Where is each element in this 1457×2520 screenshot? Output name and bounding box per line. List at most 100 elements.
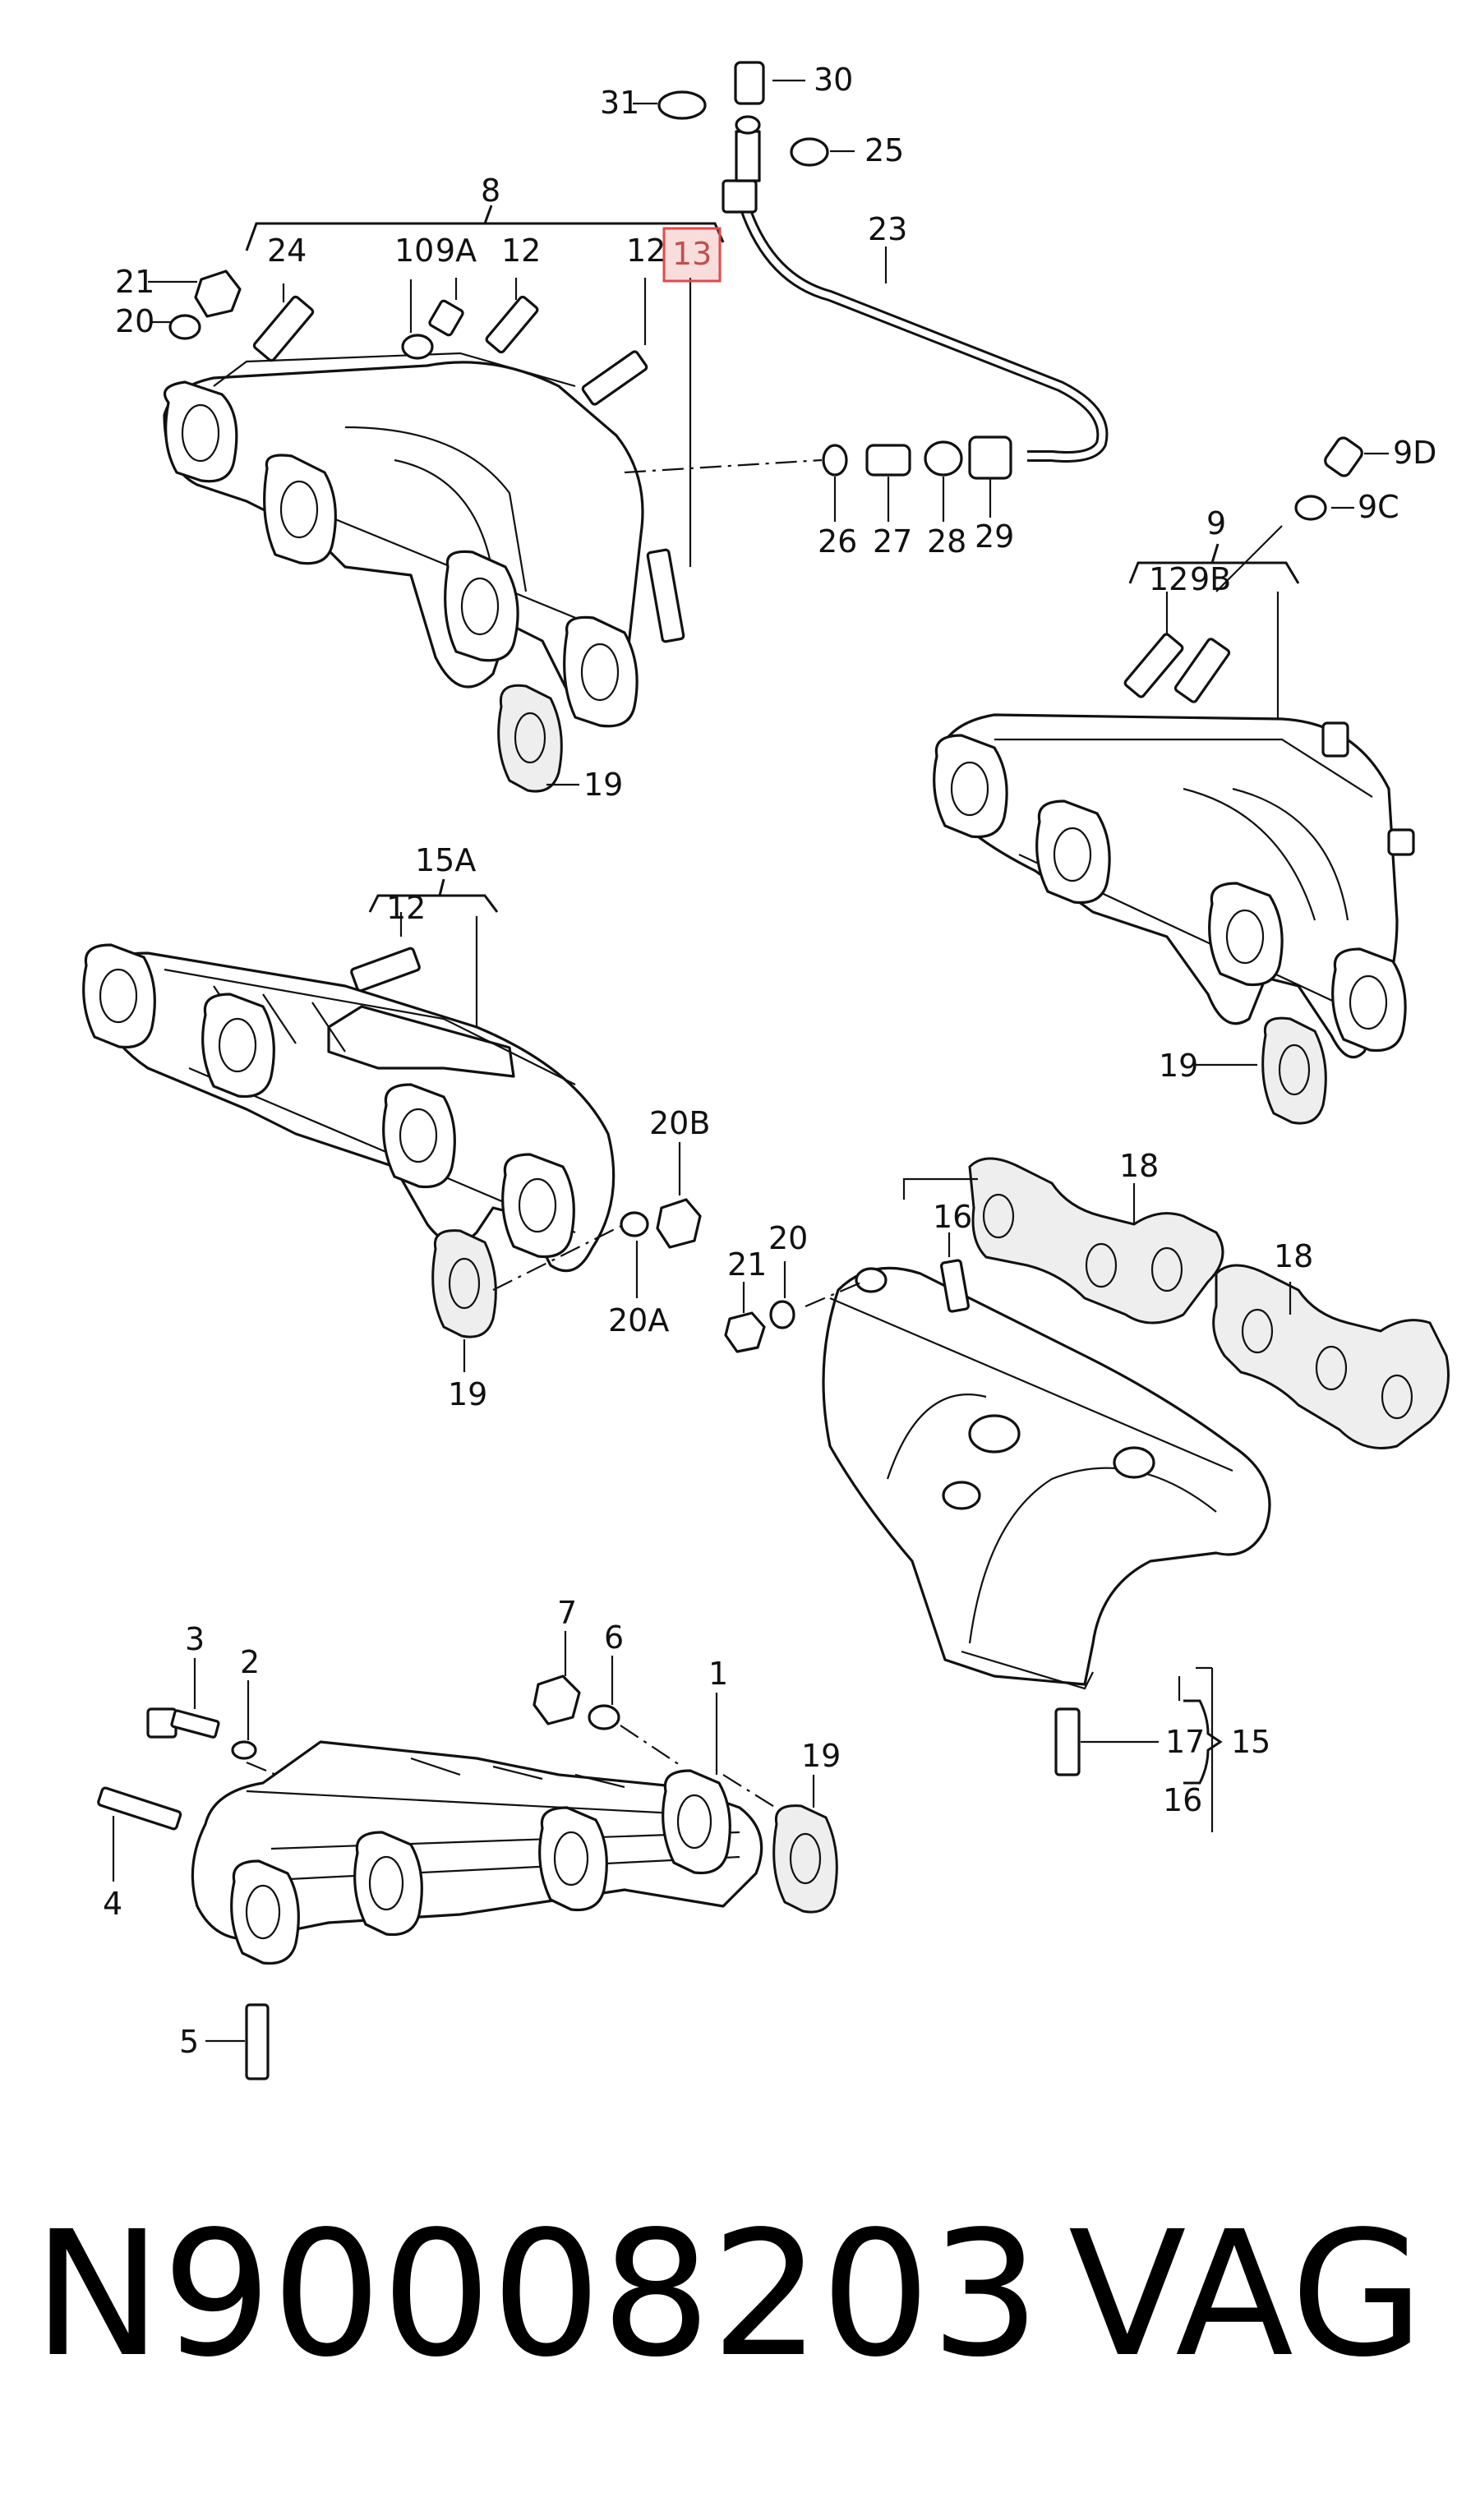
washer-2	[231, 1740, 257, 1760]
plug-9D	[1324, 436, 1363, 477]
label-15A: 15A	[415, 842, 476, 878]
assembly-15	[724, 1157, 1450, 1832]
boss	[1113, 1446, 1155, 1479]
label-23: 23	[868, 211, 907, 247]
stud-12	[485, 295, 539, 354]
flange	[353, 1831, 423, 1937]
pipe-connector	[735, 130, 761, 182]
label-15: 15	[1231, 1724, 1270, 1760]
label-1: 1	[708, 1656, 728, 1692]
label-12: 12	[626, 233, 666, 269]
boss	[855, 1267, 888, 1293]
label-19: 19	[1159, 1048, 1198, 1084]
assembly-1	[97, 1631, 838, 2080]
stud-12	[350, 947, 421, 993]
label-19: 19	[583, 767, 623, 803]
label-3: 3	[185, 1621, 205, 1657]
part-number: N90008203	[33, 2194, 1040, 2395]
label-2: 2	[240, 1644, 260, 1680]
label-12: 12	[1149, 561, 1188, 597]
bolt-3	[170, 1709, 220, 1739]
assembly-9	[933, 436, 1415, 1125]
label-28: 28	[927, 523, 966, 560]
nut-21	[194, 270, 242, 318]
label-20B: 20B	[649, 1105, 710, 1141]
gasket-19	[1261, 1016, 1327, 1125]
manifold-1	[191, 1740, 763, 1941]
label-12: 12	[386, 890, 426, 926]
highlight-13	[662, 227, 722, 283]
assembly-15A	[82, 878, 702, 1372]
washer-20	[168, 314, 201, 340]
gasket-19	[497, 684, 563, 793]
label-19: 19	[801, 1738, 841, 1774]
flange	[1208, 882, 1284, 987]
label-9D: 9D	[1393, 435, 1436, 471]
label-25: 25	[865, 132, 904, 168]
label-21: 21	[727, 1246, 767, 1283]
label-16: 16	[933, 1199, 972, 1235]
label-9B: 9B	[1190, 561, 1231, 597]
flange	[1035, 799, 1111, 905]
bolt-27	[865, 444, 911, 477]
washer-20	[769, 1300, 795, 1329]
flange	[662, 1769, 731, 1875]
flange	[201, 993, 275, 1099]
callout-labels: 31 30 25 23 8 21 20 24 10 9A 12 12 13 26…	[103, 62, 1436, 2060]
label-31: 31	[600, 85, 639, 121]
label-17: 17	[1165, 1724, 1205, 1760]
label-24: 24	[267, 233, 307, 269]
manifold-9	[935, 713, 1399, 1059]
flange	[82, 943, 156, 1049]
flange	[263, 454, 337, 565]
stud-12	[1123, 633, 1184, 698]
pipe-clamp	[722, 179, 758, 214]
label-5: 5	[179, 2024, 199, 2060]
label-30: 30	[814, 62, 853, 98]
nut-29	[968, 435, 1012, 480]
stud-4	[97, 1786, 182, 1831]
label-16: 16	[1163, 1782, 1202, 1818]
connector-9B	[1173, 638, 1231, 703]
stud-24	[252, 295, 315, 362]
flange	[538, 1806, 608, 1912]
clip-31	[657, 90, 707, 120]
cap-30	[734, 61, 765, 105]
washer-20A	[620, 1211, 649, 1237]
flange	[501, 1153, 575, 1259]
label-26: 26	[818, 523, 857, 560]
stud-17	[1054, 1707, 1081, 1776]
label-20: 20	[768, 1220, 808, 1256]
boss	[1387, 828, 1415, 856]
stud-13	[646, 548, 685, 643]
heat-shield	[327, 1005, 515, 1078]
flange	[230, 1859, 300, 1965]
label-20A: 20A	[608, 1302, 669, 1338]
boss	[942, 1481, 981, 1510]
flange	[382, 1083, 456, 1189]
label-9: 9	[1206, 505, 1226, 541]
label-8: 8	[481, 173, 500, 209]
gasket-19	[431, 1229, 497, 1338]
assembly-8	[148, 61, 1109, 793]
label-12: 12	[501, 233, 541, 269]
label-21: 21	[115, 264, 154, 300]
nut-20B	[656, 1198, 702, 1249]
nut-7	[533, 1675, 581, 1725]
label-29: 29	[975, 518, 1014, 555]
flange	[933, 734, 1008, 839]
label-18: 18	[1274, 1238, 1313, 1274]
label-18: 18	[1119, 1148, 1159, 1184]
sleeve-28	[924, 440, 963, 477]
stud-16	[940, 1259, 970, 1313]
label-19: 19	[448, 1376, 487, 1412]
label-20: 20	[115, 303, 154, 339]
washer-6	[588, 1704, 620, 1730]
gasket-19	[772, 1804, 838, 1914]
gasket-18	[968, 1157, 1224, 1324]
flange	[1331, 947, 1407, 1053]
manifold-15	[822, 1266, 1271, 1686]
label-6: 6	[604, 1619, 624, 1656]
label-10: 10	[394, 233, 434, 269]
